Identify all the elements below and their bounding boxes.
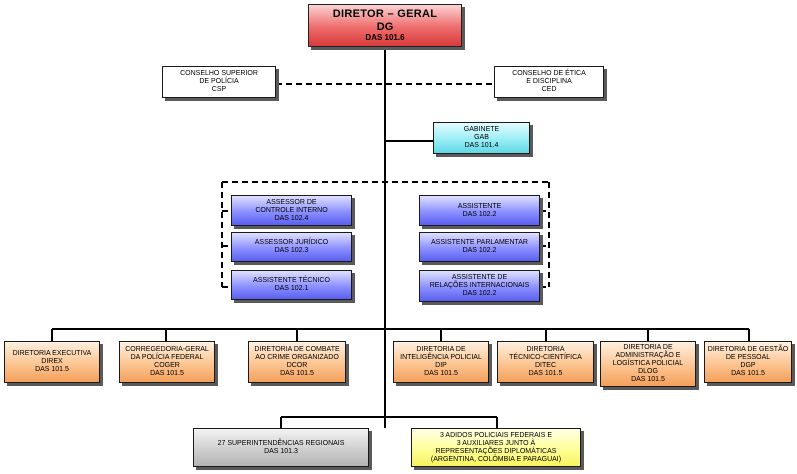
box-line: DIRETORIA DE bbox=[416, 346, 466, 353]
box-line: COGER bbox=[154, 362, 180, 369]
box-line: DIRETORIA EXECUTIVA bbox=[12, 350, 92, 357]
box-line: LOGÍSTICA POLICIAL bbox=[612, 360, 684, 367]
box-line: DITEC bbox=[535, 362, 556, 369]
box-line: DAS 102.1 bbox=[274, 285, 309, 292]
director-general-box: DIRETOR – GERAL DG DAS 101.6 bbox=[308, 4, 462, 47]
box-line: DAS 101.5 bbox=[35, 366, 69, 373]
box-line: ASSISTENTE bbox=[457, 202, 502, 210]
assistant-box: ASSISTENTE DAS 102.2 bbox=[419, 195, 540, 226]
box-line: GAB bbox=[474, 134, 489, 141]
gabinete-box: GABINETE GAB DAS 101.4 bbox=[433, 122, 530, 154]
box-line: 27 SUPERINTENDÊNCIAS REGIONAIS bbox=[217, 439, 345, 447]
box-line: ADMINISTRAÇÃO E bbox=[615, 352, 681, 359]
assistant-relacoes-internacionais-box: ASSISTENTE DE RELAÇÕES INTERNACIONAIS DA… bbox=[419, 270, 540, 302]
box-line: DE POLÍCIA bbox=[199, 78, 239, 85]
assistant-tecnico-box: ASSISTENTE TÉCNICO DAS 102.1 bbox=[231, 270, 352, 300]
box-line: DLOG bbox=[638, 368, 658, 375]
box-line: AO CRIME ORGANIZADO bbox=[255, 354, 339, 361]
box-line: DGP bbox=[740, 362, 756, 369]
box-line: GABINETE bbox=[463, 126, 500, 133]
box-line: ASSESSOR JURÍDICO bbox=[254, 239, 329, 246]
council-ced-box: CONSELHO DE ÉTICA E DISCIPLINA CED bbox=[494, 66, 604, 98]
box-line: DAS 101.4 bbox=[464, 142, 499, 149]
box-line: ASSISTENTE DE bbox=[451, 274, 508, 281]
directorate-coger-box: CORREGEDORIA-GERAL DA POLÍCIA FEDERAL CO… bbox=[119, 341, 215, 383]
box-line: DCOR bbox=[286, 362, 308, 369]
directorate-dgp-box: DIRETORIA DE GESTÃO DE PESSOAL DGP DAS 1… bbox=[704, 341, 792, 383]
box-line: CSP bbox=[211, 86, 227, 93]
council-csp-box: CONSELHO SUPERIOR DE POLÍCIA CSP bbox=[162, 66, 276, 98]
box-line: CORREGEDORIA-GERAL bbox=[125, 346, 209, 353]
box-line: DIP bbox=[435, 362, 447, 369]
directorate-dip-box: DIRETORIA DE INTELIGÊNCIA POLICIAL DIP D… bbox=[393, 341, 489, 383]
box-line: DAS 102.4 bbox=[274, 214, 309, 222]
directorate-direx-box: DIRETORIA EXECUTIVA DIREX DAS 101.5 bbox=[4, 341, 100, 383]
box-line: DAS 102.2 bbox=[462, 290, 497, 297]
box-line: DAS 101.5 bbox=[528, 370, 563, 377]
box-line: DA POLÍCIA FEDERAL bbox=[130, 354, 204, 361]
box-line: RELAÇÕES INTERNACIONAIS bbox=[429, 282, 530, 289]
director-abbr: DG bbox=[376, 21, 394, 33]
superintendencias-box: 27 SUPERINTENDÊNCIAS REGIONAIS DAS 101.3 bbox=[193, 428, 369, 467]
box-line: ASSISTENTE TÉCNICO bbox=[253, 277, 330, 284]
box-line: DAS 101.5 bbox=[280, 370, 314, 377]
box-line: TÉCNICO-CIENTÍFICA bbox=[509, 354, 582, 361]
box-line: DAS 101.5 bbox=[424, 370, 458, 377]
box-line: (ARGENTINA, COLÔMBIA E PARAGUAI) bbox=[430, 455, 562, 463]
assistant-parlamentar-box: ASSISTENTE PARLAMENTAR DAS 102.2 bbox=[419, 232, 540, 262]
directorate-dcor-box: DIRETORIA DE COMBATE AO CRIME ORGANIZADO… bbox=[248, 341, 346, 383]
box-line: DAS 102.2 bbox=[462, 247, 497, 254]
box-line: DIRETORIA DE COMBATE bbox=[254, 346, 340, 353]
box-line: DIREX bbox=[41, 358, 63, 365]
box-line: 3 AUXILIARES JUNTO À bbox=[456, 439, 536, 447]
box-line: CONTROLE INTERNO bbox=[255, 206, 328, 214]
box-line: DIRETORIA DE bbox=[623, 344, 673, 351]
director-das: DAS 101.6 bbox=[365, 33, 405, 42]
box-line: CONSELHO SUPERIOR bbox=[180, 70, 258, 77]
advisor-juridico-box: ASSESSOR JURÍDICO DAS 102.3 bbox=[231, 232, 352, 262]
box-line: DIRETORIA bbox=[526, 346, 565, 353]
box-line: DAS 102.3 bbox=[274, 247, 309, 254]
box-line: ASSESSOR DE bbox=[266, 198, 317, 206]
box-line: REPRESENTAÇÕES DIPLOMÁTICAS bbox=[435, 447, 557, 455]
box-line: DAS 102.2 bbox=[462, 210, 497, 218]
box-line: DAS 101.3 bbox=[264, 447, 298, 455]
box-line: DAS 101.5 bbox=[631, 376, 665, 383]
box-line: DAS 101.5 bbox=[150, 370, 184, 377]
box-line: 3 ADIDOS POLICIAIS FEDERAIS E bbox=[439, 431, 553, 439]
box-line: CONSELHO DE ÉTICA bbox=[512, 70, 586, 77]
box-line: ASSISTENTE PARLAMENTAR bbox=[431, 239, 528, 246]
directorate-ditec-box: DIRETORIA TÉCNICO-CIENTÍFICA DITEC DAS 1… bbox=[497, 341, 594, 383]
directorate-dlog-box: DIRETORIA DE ADMINISTRAÇÃO E LOGÍSTICA P… bbox=[600, 341, 696, 387]
advisor-controle-interno-box: ASSESSOR DE CONTROLE INTERNO DAS 102.4 bbox=[231, 195, 352, 226]
box-line: E DISCIPLINA bbox=[526, 78, 572, 85]
box-line: INTELIGÊNCIA POLICIAL bbox=[400, 354, 482, 361]
director-name: DIRETOR – GERAL bbox=[332, 8, 438, 20]
box-line: DE PESSOAL bbox=[725, 354, 771, 361]
box-line: DIRETORIA DE GESTÃO bbox=[707, 346, 789, 353]
box-line: CED bbox=[541, 86, 557, 93]
adidos-box: 3 ADIDOS POLICIAIS FEDERAIS E 3 AUXILIAR… bbox=[411, 428, 581, 467]
box-line: DAS 101.5 bbox=[731, 370, 765, 377]
